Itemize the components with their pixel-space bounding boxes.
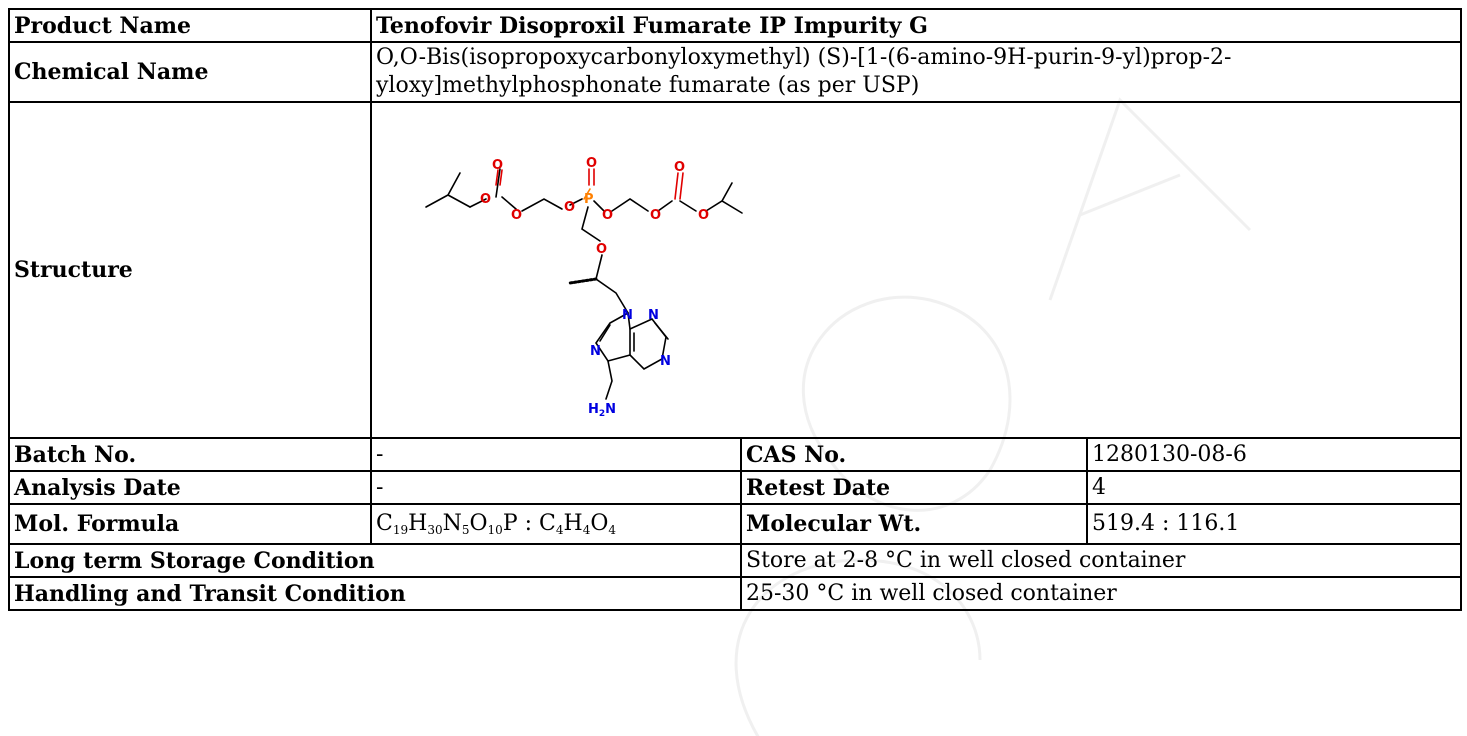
storage-label: Long term Storage Condition bbox=[8, 543, 742, 578]
atom-o-9: O bbox=[698, 208, 709, 223]
chemical-name-value: O,O-Bis(isopropoxycarbonyloxymethyl) (S)… bbox=[370, 41, 1462, 103]
atom-p: P bbox=[584, 192, 594, 207]
atom-h2n: H2N bbox=[588, 402, 616, 419]
atom-n-1: N bbox=[622, 308, 633, 323]
atom-n-4: N bbox=[590, 344, 601, 359]
row-product-name: Product Name Tenofovir Disoproxil Fumara… bbox=[8, 8, 1462, 43]
row-formula: Mol. Formula C19H30N5O10P : C4H4O4 Molec… bbox=[8, 503, 1462, 545]
row-storage: Long term Storage Condition Store at 2-8… bbox=[8, 543, 1462, 578]
mol-formula-value: C19H30N5O10P : C4H4O4 bbox=[370, 503, 742, 545]
structure-cell: O O O O O P O O O O O N N N N H2N bbox=[370, 101, 1462, 439]
handling-value: 25-30 °C in well closed container bbox=[740, 576, 1462, 611]
chemical-structure-image: O O O O O P O O O O O N N N N H2N bbox=[425, 156, 743, 419]
mol-formula-label: Mol. Formula bbox=[8, 503, 372, 545]
structure-label: Structure bbox=[8, 101, 372, 439]
atom-n-3: N bbox=[660, 354, 671, 369]
retest-date-label: Retest Date bbox=[740, 470, 1088, 505]
atom-o-8: O bbox=[674, 160, 685, 175]
analysis-date-value: - bbox=[370, 470, 742, 505]
product-name-label: Product Name bbox=[8, 8, 372, 43]
atom-o-2: O bbox=[480, 192, 491, 207]
storage-value: Store at 2-8 °C in well closed container bbox=[740, 543, 1462, 578]
row-dates: Analysis Date - Retest Date 4 bbox=[8, 470, 1462, 505]
cas-no-value: 1280130-08-6 bbox=[1086, 437, 1462, 472]
product-name-value: Tenofovir Disoproxil Fumarate IP Impurit… bbox=[370, 8, 1462, 43]
row-handling: Handling and Transit Condition 25-30 °C … bbox=[8, 576, 1462, 611]
coa-table: Product Name Tenofovir Disoproxil Fumara… bbox=[8, 8, 1462, 611]
batch-no-value: - bbox=[370, 437, 742, 472]
atom-o-10: O bbox=[596, 242, 607, 257]
atom-o-3: O bbox=[511, 208, 522, 223]
atom-o-1: O bbox=[492, 158, 503, 173]
row-structure: Structure bbox=[8, 101, 1462, 439]
molecular-wt-value: 519.4 : 116.1 bbox=[1086, 503, 1462, 545]
retest-date-value: 4 bbox=[1086, 470, 1462, 505]
molecular-wt-label: Molecular Wt. bbox=[740, 503, 1088, 545]
atom-o-6: O bbox=[602, 208, 613, 223]
atom-o-7: O bbox=[650, 208, 661, 223]
atom-o-4: O bbox=[564, 200, 575, 215]
row-batch: Batch No. - CAS No. 1280130-08-6 bbox=[8, 437, 1462, 472]
cas-no-label: CAS No. bbox=[740, 437, 1088, 472]
handling-label: Handling and Transit Condition bbox=[8, 576, 742, 611]
atom-o-5: O bbox=[586, 156, 597, 171]
atom-n-2: N bbox=[648, 308, 659, 323]
chemical-name-label: Chemical Name bbox=[8, 41, 372, 103]
analysis-date-label: Analysis Date bbox=[8, 470, 372, 505]
batch-no-label: Batch No. bbox=[8, 437, 372, 472]
row-chemical-name: Chemical Name O,O-Bis(isopropoxycarbonyl… bbox=[8, 41, 1462, 103]
